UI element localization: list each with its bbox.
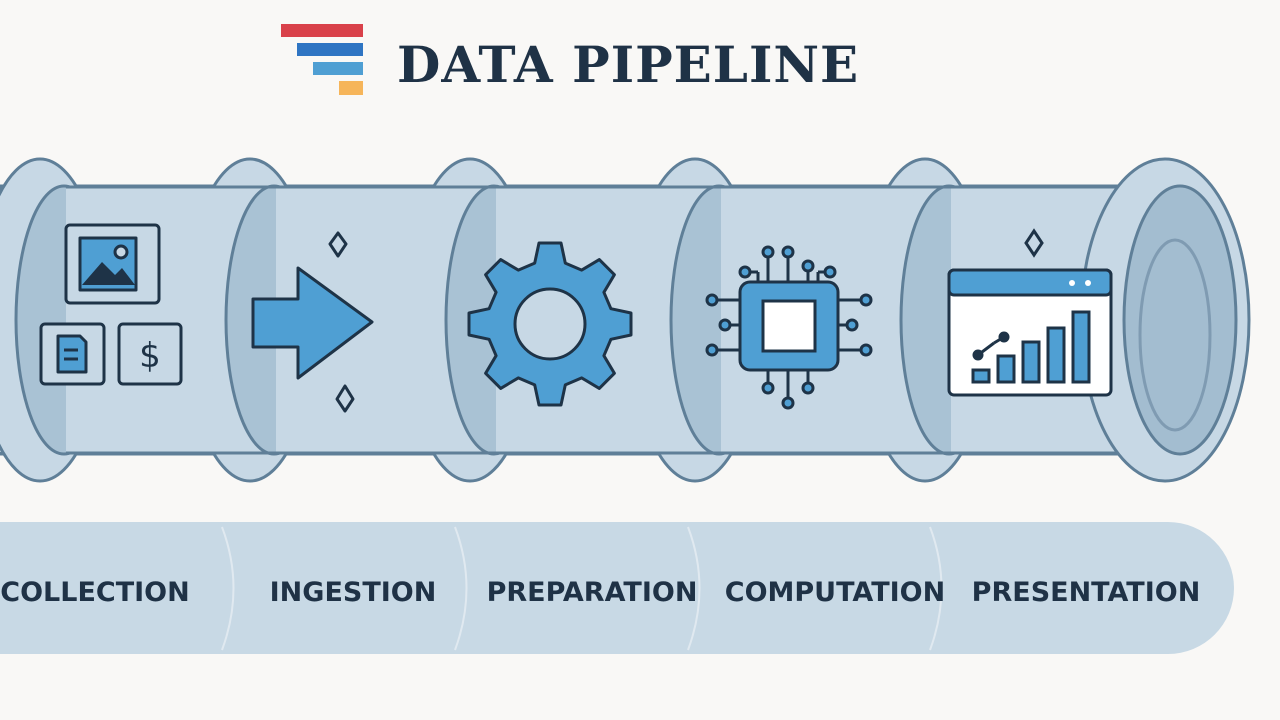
stage-label-ingestion: INGESTION [270, 577, 437, 608]
sparkle-icon [328, 231, 348, 258]
logo-bar [339, 81, 363, 95]
logo-icon [281, 24, 363, 95]
logo-bar [313, 62, 363, 75]
sparkle-icon [335, 384, 355, 413]
stage-label-band: COLLECTION INGESTION PREPARATION COMPUTA… [0, 522, 1234, 654]
gear-icon [467, 241, 633, 407]
stage-label-collection: COLLECTION [0, 577, 189, 608]
stage-label-computation: COMPUTATION [725, 577, 945, 608]
collection-icon: $ [39, 223, 183, 386]
svg-text:$: $ [139, 336, 161, 376]
pipe-open-end [1079, 157, 1251, 483]
currency-icon [117, 322, 183, 386]
header: DATA PIPELINE [281, 24, 859, 95]
stage-label-presentation: PRESENTATION [972, 577, 1201, 608]
logo-bar [281, 24, 363, 37]
dashboard-chart-icon [947, 228, 1113, 397]
arrow-right-icon [251, 231, 374, 413]
cpu-chip-icon [705, 245, 873, 410]
page-title: DATA PIPELINE [397, 35, 859, 94]
stage-label-preparation: PREPARATION [487, 577, 698, 608]
sparkle-icon [1024, 228, 1044, 258]
logo-bar [297, 43, 363, 56]
